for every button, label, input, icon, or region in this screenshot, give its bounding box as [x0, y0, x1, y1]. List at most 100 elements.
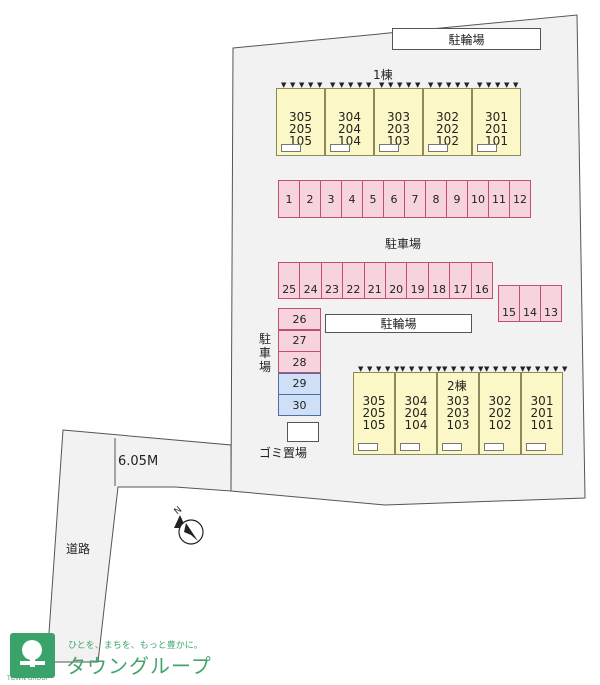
- parking-space: 12: [509, 180, 531, 218]
- unit-door: [330, 144, 350, 152]
- room-number: 303: [446, 394, 470, 408]
- bike-parking-top: 駐輪場: [392, 28, 541, 50]
- entrance-marker-icon: ▼: [451, 365, 457, 373]
- entrance-marker-icon: ▼: [339, 81, 345, 89]
- entrance-marker-icon: ▼: [358, 365, 364, 373]
- logo-caption: TOWN GROUP: [7, 675, 50, 682]
- building2-label: 2棟: [447, 379, 467, 393]
- room-number: 205: [362, 406, 386, 420]
- entrance-marker-icon: ▼: [562, 365, 568, 373]
- parking-space: 22: [342, 262, 365, 299]
- room-number: 303: [387, 110, 410, 124]
- parking-vertical-label: 駐 車 場: [259, 332, 271, 374]
- brand-name: タウングループ: [66, 654, 212, 678]
- room-number: 305: [362, 394, 386, 408]
- entrance-marker-icon: ▼: [376, 365, 382, 373]
- entrance-marker-icon: ▼: [442, 365, 448, 373]
- entrance-marker-icon: ▼: [330, 81, 336, 89]
- entrance-marker-icon: ▼: [553, 365, 559, 373]
- parking-space: 23: [320, 262, 344, 299]
- parking-space: 2: [299, 180, 321, 218]
- entrance-marker-icon: ▼: [427, 365, 433, 373]
- parking-label: 駐車場: [385, 237, 422, 251]
- road-width-label: 6.05M: [118, 454, 159, 469]
- room-number: 304: [338, 110, 361, 124]
- entrance-marker-icon: ▼: [281, 81, 287, 89]
- parking-space: 21: [363, 262, 386, 299]
- room-number: 105: [362, 418, 386, 432]
- entrance-marker-icon: ▼: [400, 365, 406, 373]
- room-number: 101: [530, 418, 554, 432]
- room-number: 204: [404, 406, 428, 420]
- parking-space: 14: [519, 285, 541, 322]
- entrance-marker-icon: ▼: [406, 81, 412, 89]
- parking-vertical-char-2: 車: [259, 346, 272, 360]
- entrance-marker-icon: ▼: [484, 365, 490, 373]
- room-number: 301: [485, 110, 508, 124]
- parking-space: 19: [406, 262, 429, 299]
- room-number: 202: [488, 406, 512, 420]
- parking-space: 9: [446, 180, 468, 218]
- entrance-marker-icon: ▼: [511, 365, 517, 373]
- entrance-marker-icon: ▼: [317, 81, 323, 89]
- parking-space: 1: [278, 180, 300, 218]
- entrance-marker-icon: ▼: [513, 81, 519, 89]
- parking-space: 4: [341, 180, 363, 218]
- unit-door: [281, 144, 301, 152]
- garbage-label: ゴミ置場: [259, 446, 308, 460]
- room-number: 203: [387, 122, 410, 136]
- entrance-marker-icon: ▼: [409, 365, 415, 373]
- parking-space: 24: [299, 262, 322, 299]
- road: [46, 429, 232, 663]
- entrance-marker-icon: ▼: [385, 365, 391, 373]
- unit-door: [477, 144, 497, 152]
- parking-space: 20: [385, 262, 408, 299]
- bike-parking-mid-label: 駐輪場: [380, 317, 417, 331]
- bike-parking-mid: 駐輪場: [325, 314, 472, 333]
- room-number: 201: [485, 122, 508, 136]
- entrance-marker-icon: ▼: [379, 81, 385, 89]
- unit-door: [442, 443, 462, 451]
- parking-space: 5: [362, 180, 384, 218]
- parking-space: 29: [278, 372, 321, 395]
- tree-house-icon: [20, 640, 45, 667]
- entrance-marker-icon: ▼: [437, 81, 443, 89]
- entrance-marker-icon: ▼: [455, 81, 461, 89]
- entrance-marker-icon: ▼: [460, 365, 466, 373]
- room-number: 305: [289, 110, 312, 124]
- room-number: 201: [530, 406, 554, 420]
- entrance-marker-icon: ▼: [502, 365, 508, 373]
- unit-door: [358, 443, 378, 451]
- room-number: 104: [404, 418, 428, 432]
- entrance-marker-icon: ▼: [367, 365, 373, 373]
- road-label: 道路: [66, 542, 91, 556]
- entrance-marker-icon: ▼: [544, 365, 550, 373]
- entrance-marker-icon: ▼: [357, 81, 363, 89]
- parking-space: 27: [278, 329, 321, 352]
- parking-space: 6: [383, 180, 405, 218]
- garbage-box: [287, 422, 319, 442]
- parking-space: 18: [427, 262, 451, 299]
- entrance-marker-icon: ▼: [418, 365, 424, 373]
- room-number: 202: [436, 122, 459, 136]
- entrance-marker-icon: ▼: [348, 81, 354, 89]
- parking-space: 25: [278, 262, 301, 299]
- entrance-marker-icon: ▼: [290, 81, 296, 89]
- parking-space: 8: [425, 180, 447, 218]
- unit-door: [428, 144, 448, 152]
- entrance-marker-icon: ▼: [308, 81, 314, 89]
